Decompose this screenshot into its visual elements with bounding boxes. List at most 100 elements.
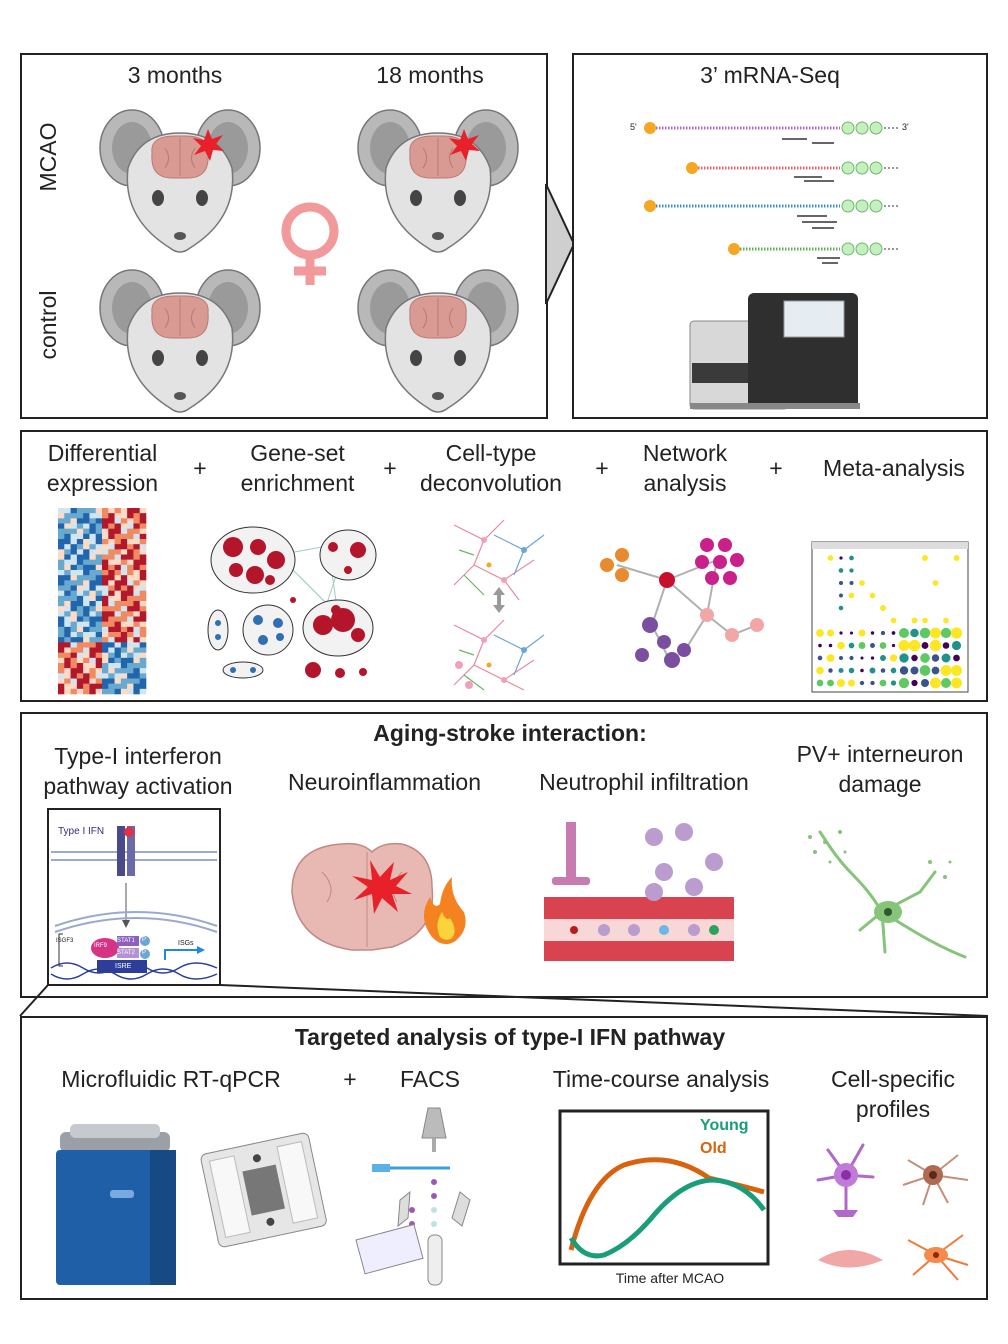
heatmap-cell xyxy=(139,657,147,664)
heatmap-cell xyxy=(89,668,97,674)
heatmap-cell xyxy=(70,559,78,566)
heatmap-cell xyxy=(95,626,103,633)
heatmap-cell xyxy=(70,663,78,669)
heatmap-cell xyxy=(108,632,115,638)
heatmap-cell xyxy=(95,601,103,607)
heatmap-cell xyxy=(133,678,141,684)
interaction-title: Aging-stroke interaction: xyxy=(373,720,647,746)
heatmap-cell xyxy=(133,575,141,581)
heatmap-cell xyxy=(70,528,78,535)
heatmap-cell xyxy=(120,549,128,555)
heatmap-cell xyxy=(133,544,141,550)
dot xyxy=(880,605,886,611)
heatmap-cell xyxy=(114,575,122,581)
heatmap-cell xyxy=(83,518,90,524)
heatmap-cell xyxy=(133,668,141,674)
heatmap-cell xyxy=(102,637,109,643)
heatmap-cell xyxy=(114,523,122,529)
enrichment-map xyxy=(207,526,377,679)
heatmap-cell xyxy=(108,663,115,669)
heatmap-cell xyxy=(76,663,84,669)
heatmap-cell xyxy=(64,544,71,550)
heatmap-cell xyxy=(58,683,65,690)
heatmap-cell xyxy=(95,585,103,591)
heatmap-cell xyxy=(83,595,90,602)
heatmap-cell xyxy=(95,564,103,571)
dot xyxy=(849,631,854,635)
dot xyxy=(838,568,844,573)
neutrophil-illustration xyxy=(544,822,734,961)
heatmap-cell xyxy=(95,632,103,638)
heatmap-cell xyxy=(76,647,84,653)
dot xyxy=(921,642,929,649)
heatmap-cell xyxy=(102,585,109,591)
heatmap-cell xyxy=(89,508,97,514)
dot xyxy=(849,655,854,661)
heatmap-cell xyxy=(95,642,103,648)
heatmap-cell xyxy=(83,575,90,581)
heatmap-cell xyxy=(139,632,147,638)
heatmap-cell xyxy=(64,626,71,633)
heatmap-cell xyxy=(95,611,103,617)
heatmap-cell xyxy=(108,544,115,550)
heatmap-cell xyxy=(64,508,71,514)
heatmap-cell xyxy=(70,570,78,576)
heatmap-cell xyxy=(102,606,109,612)
neuroinflammation-label: Neuroinflammation xyxy=(287,769,482,795)
heatmap-cell xyxy=(133,528,141,535)
heatmap-cell xyxy=(114,657,122,664)
heatmap-cell xyxy=(64,632,71,638)
heatmap-cell xyxy=(89,621,97,628)
inset-stat1: STAT1 xyxy=(117,938,135,944)
dot xyxy=(816,666,824,675)
heatmap-cell xyxy=(76,554,84,560)
heatmap-cell xyxy=(120,663,128,669)
heatmap-cell xyxy=(58,518,65,524)
analysis-cell-type-deconvolution: Cell-type deconvolution xyxy=(420,440,562,496)
heatmap-cell xyxy=(58,549,65,555)
heatmap-cell xyxy=(83,585,90,591)
inset-isgs: ISGs xyxy=(178,940,194,947)
heatmap-cell xyxy=(120,518,128,524)
heatmap-cell xyxy=(133,683,141,690)
heatmap-cell xyxy=(139,616,147,622)
dot xyxy=(838,655,844,661)
dot xyxy=(889,654,898,662)
heatmap-cell xyxy=(64,590,71,597)
heatmap-cell xyxy=(102,528,109,535)
heatmap-cell xyxy=(83,652,90,659)
heatmap-cell xyxy=(114,637,122,643)
heatmap-cell xyxy=(58,533,65,540)
heatmap-cell xyxy=(95,621,103,628)
heatmap-cell xyxy=(83,590,90,597)
heatmap-cell xyxy=(102,559,109,566)
heatmap-cell xyxy=(127,616,134,622)
heatmap-cell xyxy=(139,544,147,550)
heatmap-cell xyxy=(89,523,97,529)
heatmap-cell xyxy=(108,564,115,571)
heatmap-cell xyxy=(64,518,71,524)
heatmap-cell xyxy=(89,518,97,524)
heatmap-cell xyxy=(127,539,134,545)
heatmap-cell xyxy=(133,539,141,545)
heatmap-cell xyxy=(139,508,147,514)
heatmap-cell xyxy=(83,632,90,638)
heatmap-cell xyxy=(120,652,128,659)
inset-p-2: P xyxy=(142,950,147,956)
dot xyxy=(817,655,823,661)
heatmap-cell xyxy=(139,554,147,560)
mouse-illustrations xyxy=(99,109,519,413)
astrocyte-cell xyxy=(902,1154,969,1206)
heatmap-cell xyxy=(120,647,128,653)
heatmap-cell xyxy=(89,533,97,540)
heatmap-cell xyxy=(83,616,90,622)
heatmap-cell xyxy=(120,606,128,612)
heatmap-cell xyxy=(70,518,78,524)
dot xyxy=(929,677,942,689)
heatmap-cell xyxy=(58,590,65,597)
heatmap-cell xyxy=(70,683,78,690)
heatmap-cell xyxy=(127,678,134,684)
heatmap-cell xyxy=(89,513,97,519)
facs-label: FACS xyxy=(399,1066,461,1092)
heatmap-cell xyxy=(133,673,141,679)
